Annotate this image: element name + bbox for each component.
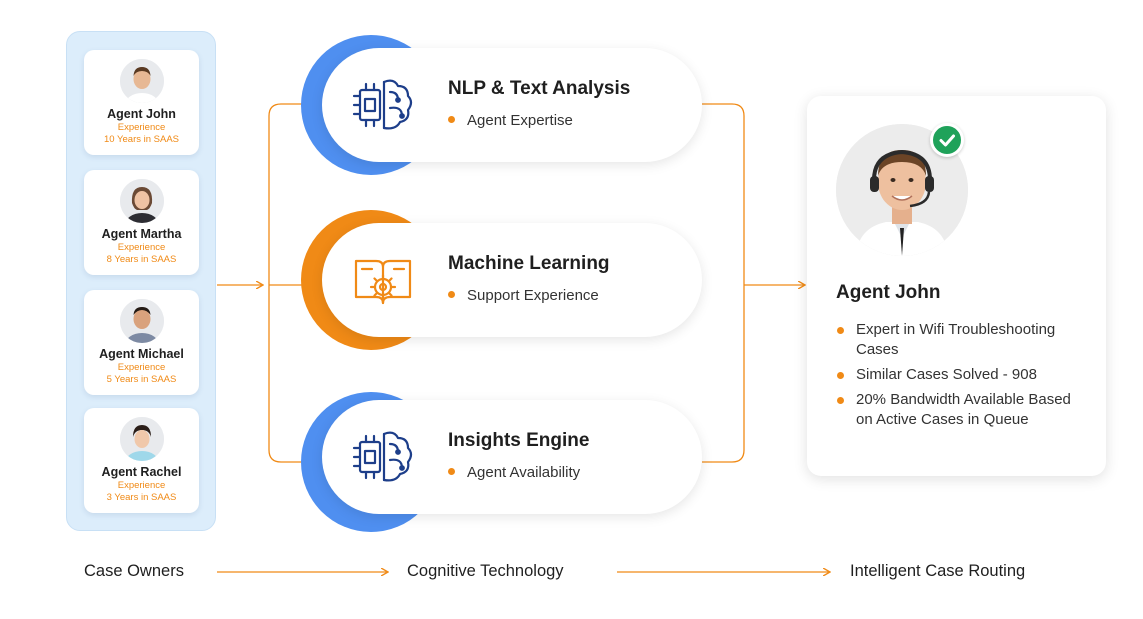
agent-experience-label: Experience <box>117 242 166 253</box>
bullet-dot <box>448 467 455 475</box>
case-owners-panel: Agent John Experience 10 Years in SAAS A… <box>66 31 216 531</box>
result-point: 20% Bandwidth Available Based on Active … <box>836 390 1086 430</box>
bullet-dot <box>448 115 455 123</box>
footer-label-case-owners: Case Owners <box>84 562 184 580</box>
tech-subtitle-text: Agent Availability <box>467 464 581 481</box>
tech-subtitle-text: Support Experience <box>467 287 599 304</box>
agent-card-martha: Agent Martha Experience 8 Years in SAAS <box>84 170 199 275</box>
agent-experience-years: 3 Years in SAAS <box>106 492 177 503</box>
right-bracket <box>702 103 745 463</box>
agent-experience-years: 5 Years in SAAS <box>106 374 177 385</box>
left-bracket <box>268 103 303 463</box>
book-gear-icon <box>350 247 416 313</box>
tech-subtitle: Agent Availability <box>448 464 580 481</box>
agent-name: Agent Rachel <box>101 465 182 479</box>
agent-martha-avatar <box>119 179 164 223</box>
agent-name: Agent Michael <box>99 347 184 361</box>
agent-card-rachel: Agent Rachel Experience 3 Years in SAAS <box>84 408 199 513</box>
tech-subtitle: Agent Expertise <box>448 112 573 129</box>
tech-title: Machine Learning <box>448 253 610 274</box>
agent-card-michael: Agent Michael Experience 5 Years in SAAS <box>84 290 199 395</box>
bullet-dot <box>448 290 455 298</box>
selected-agent-points: Expert in Wifi Troubleshooting Cases Sim… <box>836 320 1086 435</box>
tech-pill-nlp: NLP & Text Analysis Agent Expertise <box>322 48 702 162</box>
tech-title: NLP & Text Analysis <box>448 78 631 99</box>
routing-result-card: Agent John Expert in Wifi Troubleshootin… <box>807 96 1106 476</box>
agent-john-avatar <box>119 59 164 103</box>
tech-title: Insights Engine <box>448 430 590 451</box>
agent-michael-avatar <box>119 299 164 343</box>
check-icon <box>930 123 964 157</box>
agent-experience-label: Experience <box>117 480 166 491</box>
tech-subtitle: Support Experience <box>448 287 599 304</box>
selected-agent-name: Agent John <box>836 282 941 303</box>
brain-chip-icon <box>350 72 416 138</box>
agent-rachel-avatar <box>119 417 164 461</box>
tech-pill-ml: Machine Learning Support Experience <box>322 223 702 337</box>
footer-label-cognitive-technology: Cognitive Technology <box>407 562 564 580</box>
agent-experience-label: Experience <box>117 362 166 373</box>
brain-chip-icon <box>350 424 416 490</box>
result-point: Expert in Wifi Troubleshooting Cases <box>836 320 1086 360</box>
footer-label-intelligent-case-routing: Intelligent Case Routing <box>850 562 1026 580</box>
tech-pill-insights: Insights Engine Agent Availability <box>322 400 702 514</box>
agent-card-john: Agent John Experience 10 Years in SAAS <box>84 50 199 155</box>
agent-experience-years: 10 Years in SAAS <box>104 134 179 145</box>
agent-name: Agent Martha <box>101 227 182 241</box>
agent-name: Agent John <box>107 107 176 121</box>
agent-experience-years: 8 Years in SAAS <box>106 254 177 265</box>
result-point: Similar Cases Solved - 908 <box>836 365 1086 385</box>
agent-experience-label: Experience <box>117 122 166 133</box>
tech-subtitle-text: Agent Expertise <box>467 112 573 129</box>
